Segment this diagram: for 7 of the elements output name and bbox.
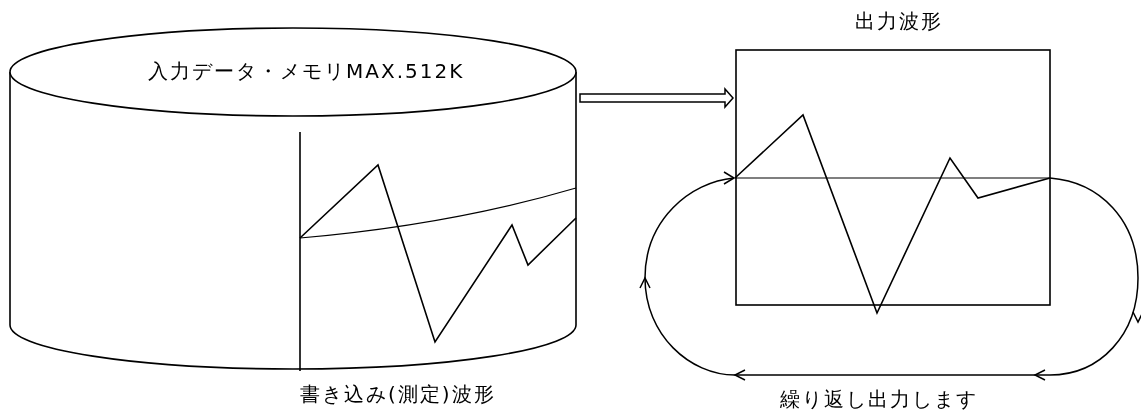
waveform-title: 出力波形 (855, 8, 943, 35)
cylinder-node (8, 26, 578, 371)
output-box (735, 8, 1051, 306)
hollow-arrow (579, 87, 734, 109)
waveform-caption: 書き込み(測定)波形 (300, 381, 496, 408)
memory-label: 入力データ・メモリMAX.512K (148, 58, 465, 85)
loop-label: 繰り返し出力します (780, 386, 978, 413)
